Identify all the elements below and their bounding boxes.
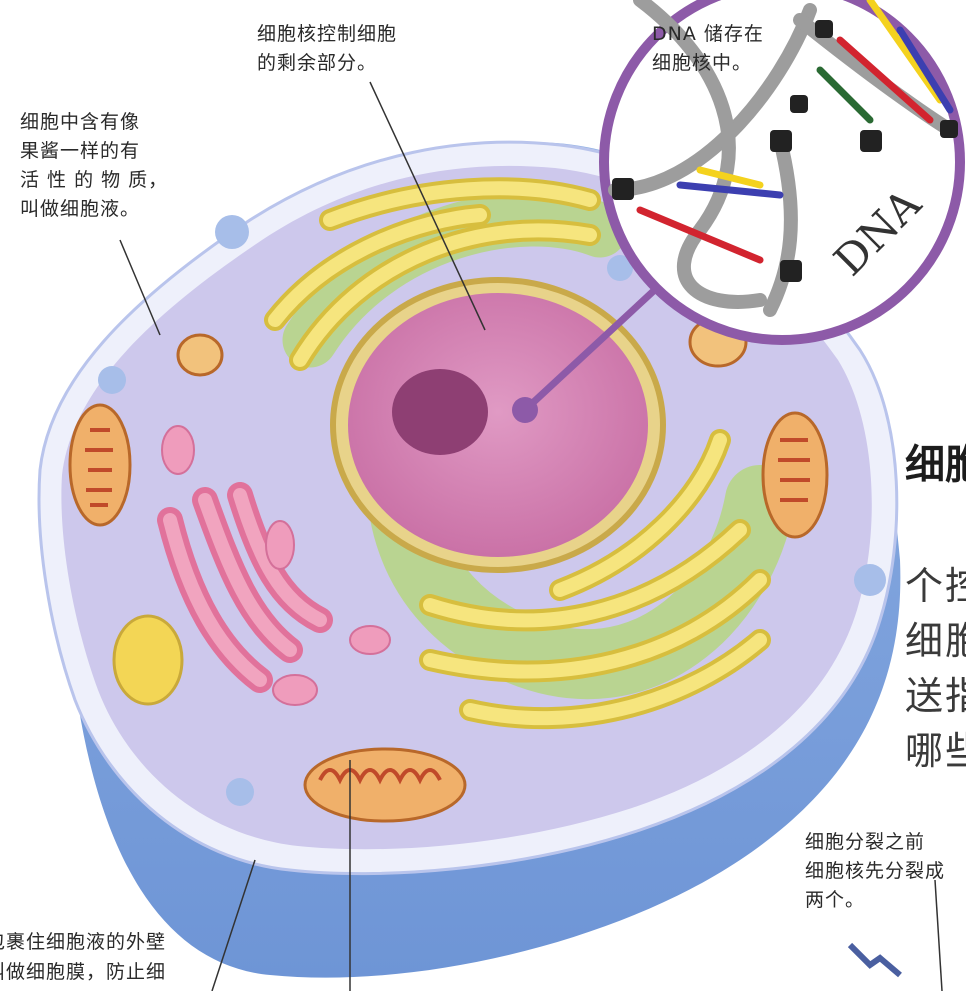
side-text-line-2: 细胞 — [905, 610, 966, 665]
nucleus — [348, 293, 648, 557]
cytoplasm-label: 细胞中含有像 果酱一样的有 活 性 的 物 质， 叫做细胞液。 — [20, 108, 168, 224]
side-text-line-1: 个控 — [905, 555, 966, 610]
membrane-label-line1: 包裹住细胞液的外壁 — [0, 928, 166, 957]
nucleus-control-label: 细胞核控制细胞 的剩余部分。 — [257, 20, 397, 78]
division-label: 细胞分裂之前 细胞核先分裂成 两个。 — [805, 828, 945, 915]
section-heading: 细胞 — [905, 432, 966, 490]
side-text-line-4: 哪些 — [905, 720, 966, 775]
dna-stored-label: DNA 储存在 细胞核中。 — [652, 20, 764, 78]
nucleolus — [392, 369, 488, 455]
dna-connector-dot — [512, 397, 538, 423]
side-text-line-3: 送指 — [905, 665, 966, 720]
vacuole — [114, 616, 182, 704]
membrane-label-line2: 叫做细胞膜，防止细 — [0, 958, 166, 987]
fragment-mark — [850, 945, 900, 975]
